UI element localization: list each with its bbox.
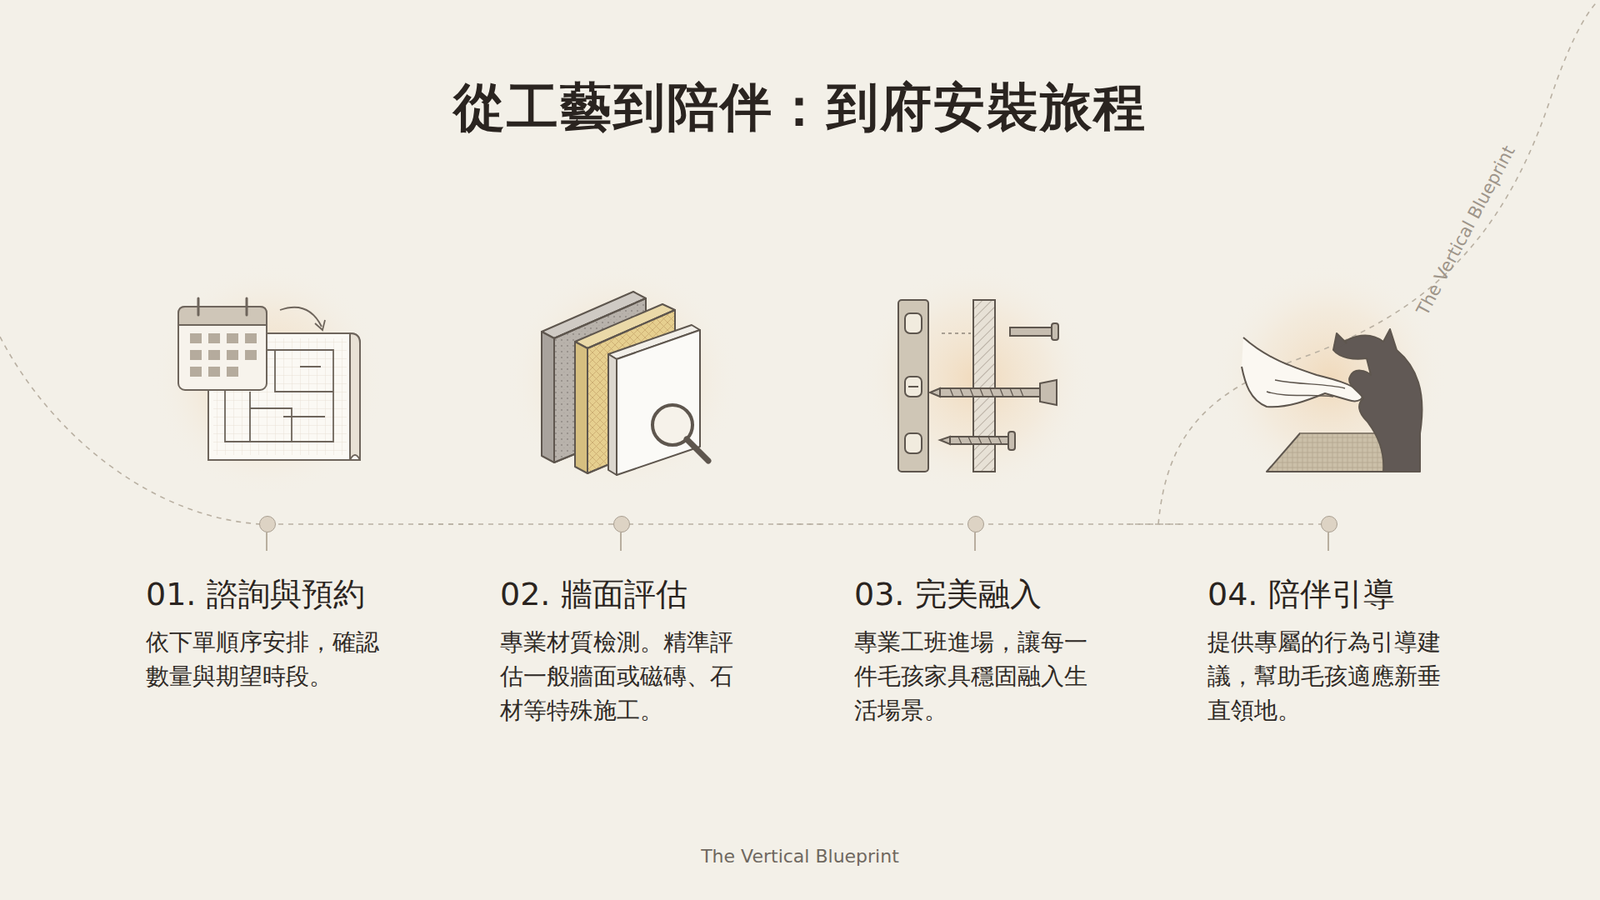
timeline-dot [1320, 515, 1338, 533]
step-description: 依下單順序安排，確認數量與期望時段。 [145, 625, 396, 694]
step-text-block: 04. 陪伴引導提供專屬的行為引導建議，幫助毛孩適應新垂直領地。 [1207, 515, 1458, 728]
step-node: 04. 陪伴引導提供專屬的行為引導建議，幫助毛孩適應新垂直領地。 [1180, 515, 1480, 728]
timeline-connector [772, 523, 827, 525]
timeline-dot [613, 515, 630, 533]
step-description: 提供專屬的行為引導建議，幫助毛孩適應新垂直領地。 [1207, 625, 1458, 728]
step-heading: 02. 牆面評估 [500, 575, 750, 614]
level-wall-screws-icon [898, 300, 1059, 472]
step-text-block: 02. 牆面評估專業材質檢測。精準評估一般牆面或磁磚、石材等特殊施工。 [500, 515, 750, 728]
footer-watermark: The Vertical Blueprint [0, 845, 1600, 867]
timeline-connector [1126, 523, 1180, 525]
step-node: 02. 牆面評估專業材質檢測。精準評估一般牆面或磁磚、石材等特殊施工。 [472, 515, 773, 728]
timeline-dot [259, 515, 276, 533]
step-node: 01. 諮詢與預約依下單順序安排，確認數量與期望時段。 [118, 515, 419, 694]
step-heading: 04. 陪伴引導 [1207, 575, 1458, 614]
step-heading: 03. 完美融入 [854, 575, 1105, 614]
timeline-tick [620, 532, 622, 551]
timeline-connector [418, 523, 473, 525]
timeline-tick [265, 532, 268, 551]
step-text-block: 03. 完美融入專業工班進場，讓每一件毛孩家具穩固融入生活場景。 [854, 515, 1105, 728]
step-description: 專業材質檢測。精準評估一般牆面或磁磚、石材等特殊施工。 [500, 625, 750, 728]
timeline-dot [967, 515, 985, 533]
calendar-blueprint-icon [178, 298, 360, 460]
watermark-rotated: The Vertical Blueprint [1412, 155, 1513, 320]
timeline-tick [974, 532, 976, 551]
step-description: 專業工班進場，讓每一件毛孩家具穩固融入生活場景。 [854, 625, 1105, 728]
step-node: 03. 完美融入專業工班進場，讓每一件毛孩家具穩固融入生活場景。 [826, 515, 1127, 728]
diagram-title: 從工藝到陪伴：到府安裝旅程 [0, 76, 1600, 139]
wall-layers-icon [541, 291, 709, 475]
timeline-tick [1327, 532, 1330, 551]
hand-cat-icon [1241, 329, 1422, 472]
step-text-block: 01. 諮詢與預約依下單順序安排，確認數量與期望時段。 [145, 515, 396, 694]
step-heading: 01. 諮詢與預約 [145, 575, 396, 614]
